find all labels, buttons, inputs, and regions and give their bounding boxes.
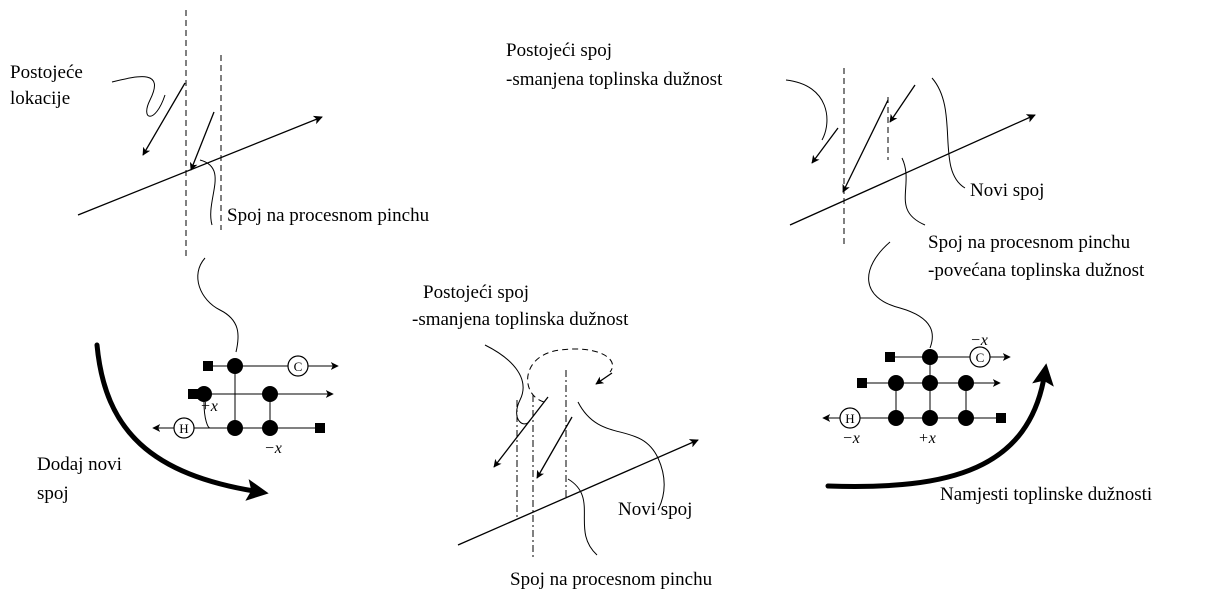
leader-new-top [931, 77, 966, 189]
plus-x-label: +x [200, 398, 218, 415]
hot-utility-letter: H [845, 411, 854, 426]
leader-pinch-mid [567, 478, 598, 556]
temperature-axis-arrow [77, 115, 323, 216]
leader-pinch-1 [199, 159, 216, 226]
panel-existing-locations: Postojeće lokacije Spoj na procesnom pin… [10, 10, 430, 258]
label-existing-match-mid-1: Postojeći spoj [423, 282, 529, 303]
adjust-duties-arrow [825, 363, 1054, 489]
match-arrow-mid-1 [493, 396, 549, 468]
label-pinch-match-right-2: -povećana toplinska dužnost [928, 260, 1145, 281]
temperature-axis-top-right [789, 114, 1036, 226]
label-existing-match-top-2: -smanjena toplinska dužnost [506, 69, 723, 90]
exchanger-node [958, 410, 974, 426]
leader-existing-mid [484, 344, 531, 425]
label-pinch-match: Spoj na procesnom pinchu [227, 205, 430, 226]
hot-utility-letter: H [179, 421, 188, 436]
hot-utility-icon [839, 407, 861, 429]
minus-x-label: −x [264, 440, 282, 457]
label-existing-locations-2: lokacije [10, 88, 70, 109]
stream-1-start [203, 361, 213, 371]
exchanger-node [888, 375, 904, 391]
label-add-new-match-2: spoj [37, 483, 69, 504]
panel-new-match: Postojeći spoj -smanjena toplinska dužno… [412, 282, 713, 590]
cold-utility-icon [287, 355, 309, 377]
stream-3-start [315, 423, 325, 433]
leader-to-right-grid [868, 241, 933, 349]
exchanger-node [922, 375, 938, 391]
stream-2-start [188, 389, 198, 399]
new-exchanger-node [196, 386, 212, 402]
label-pinch-match-bottom: Spoj na procesnom pinchu [510, 569, 713, 590]
leader-existing-top [785, 79, 828, 141]
exchanger-node [958, 375, 974, 391]
match-arrow-mid-2 [536, 416, 573, 479]
exchanger-node [262, 386, 278, 402]
match-arrow-tr-1 [811, 127, 839, 164]
label-existing-locations-1: Postojeće [10, 62, 83, 83]
loop-arrow-mid [595, 372, 613, 385]
leader-pinch-right [901, 157, 926, 226]
label-existing-match-top-1: Postojeći spoj [506, 40, 612, 61]
panel-adjust-top: Postojeći spoj -smanjena toplinska dužno… [506, 40, 1145, 281]
label-existing-match-mid-2: -smanjena toplinska dužnost [412, 309, 629, 330]
leader-to-grid [197, 257, 239, 353]
hot-utility-icon [173, 417, 195, 439]
minus-x-label-top: −x [970, 332, 988, 349]
grid-add-match: C H +x −x [152, 355, 339, 457]
match-arrow-2 [189, 111, 215, 171]
exchanger-node [888, 410, 904, 426]
match-arrow-tr-2 [842, 99, 889, 193]
grid-adjust-duties: −x C H −x +x [822, 332, 1011, 447]
removed-loop [527, 348, 613, 403]
match-arrow-tr-3 [889, 84, 916, 123]
cold-utility-icon [969, 346, 991, 368]
plus-x-label: +x [918, 430, 936, 447]
stream-r1-start [885, 352, 895, 362]
cold-utility-letter: C [294, 359, 303, 374]
exchanger-node [922, 349, 938, 365]
stream-r2-start [857, 378, 867, 388]
exchanger-node [922, 410, 938, 426]
label-new-match-mid: Novi spoj [618, 499, 692, 520]
exchanger-node [227, 358, 243, 374]
match-arrow-1 [142, 82, 186, 156]
label-add-new-match-1: Dodaj novi [37, 454, 122, 475]
loop-arrow [203, 401, 211, 429]
add-match-arrow [94, 342, 269, 501]
label-adjust-duties: Namjesti toplinske dužnosti [940, 484, 1152, 505]
label-pinch-match-right-1: Spoj na procesnom pinchu [928, 232, 1131, 253]
cold-utility-letter: C [976, 350, 985, 365]
minus-x-label-bottom: −x [842, 430, 860, 447]
exchanger-node [227, 420, 243, 436]
temperature-axis-mid [457, 439, 699, 546]
label-new-match-top: Novi spoj [970, 180, 1044, 201]
exchanger-node [262, 420, 278, 436]
leader-new-mid [577, 401, 665, 511]
leader-existing [111, 76, 166, 117]
stream-r3-start [996, 413, 1006, 423]
